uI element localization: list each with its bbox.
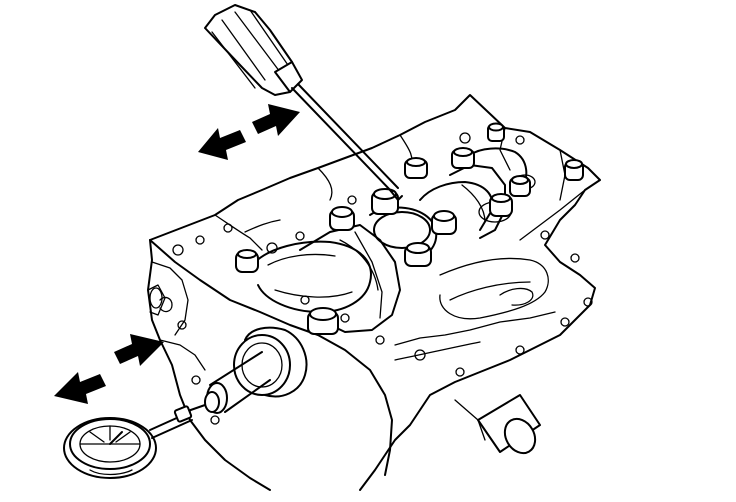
dial-gauge (63, 405, 193, 479)
double-arrow-icon (198, 104, 300, 160)
crank-nose (184, 326, 308, 414)
crankshaft (235, 122, 584, 335)
double-arrow-icon (54, 334, 164, 404)
rear-bracket (454, 394, 541, 455)
screwdriver (204, 4, 403, 201)
